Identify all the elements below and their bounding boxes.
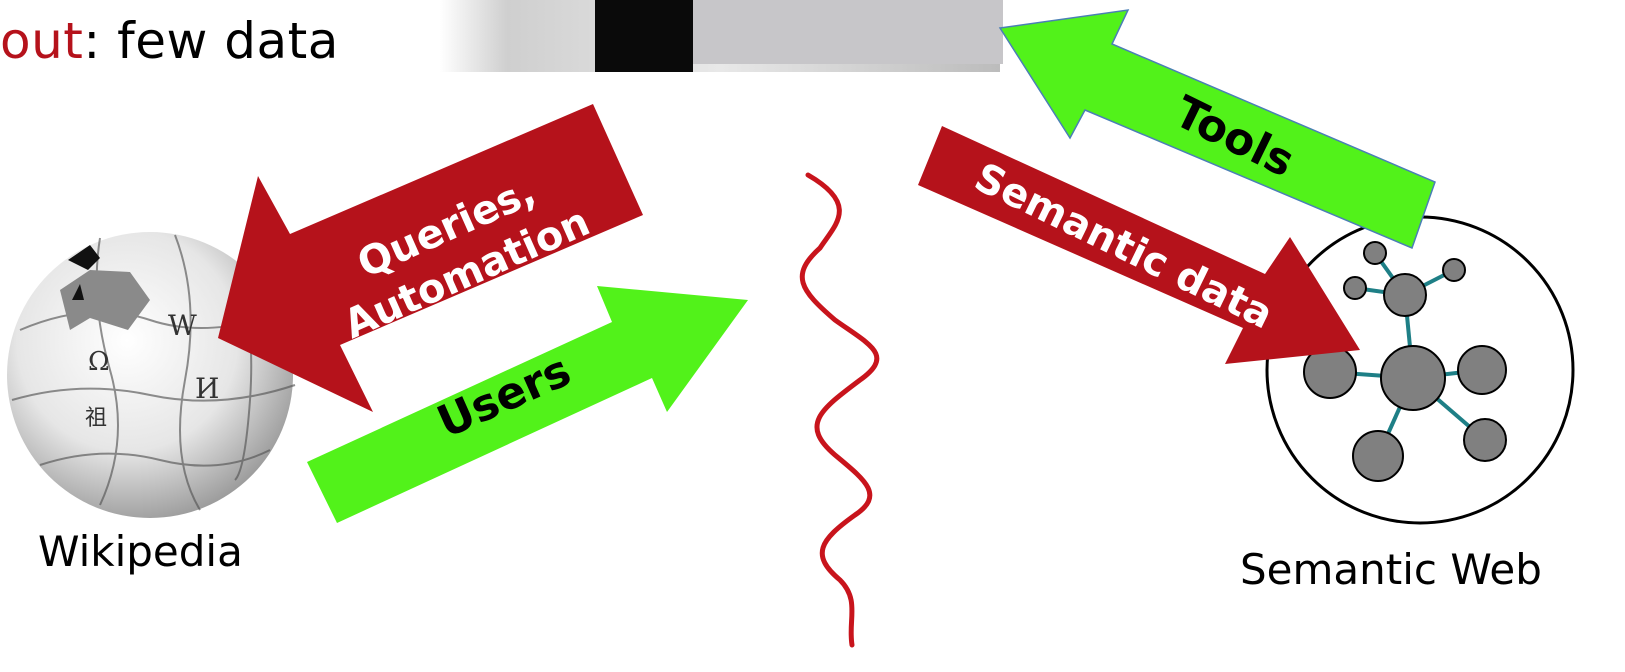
tools-arrow bbox=[998, 9, 1436, 250]
wikipedia-label: Wikipedia bbox=[38, 527, 243, 576]
photo-fragment bbox=[440, 0, 1003, 72]
semantic-web-label: Semantic Web bbox=[1240, 545, 1542, 594]
semantic-web-graph-icon bbox=[1265, 215, 1575, 525]
top-caption-rest: : few data bbox=[83, 12, 339, 70]
top-caption: out: few data bbox=[0, 12, 339, 70]
users-arrow bbox=[307, 286, 748, 523]
semantic-data-arrow bbox=[918, 126, 1360, 364]
svg-text:W: W bbox=[168, 309, 197, 342]
svg-text:Ω: Ω bbox=[88, 347, 110, 377]
svg-text:祖: 祖 bbox=[85, 406, 107, 431]
divider-squiggle bbox=[799, 172, 880, 648]
wikipedia-globe-icon: W Ω И 祖 bbox=[7, 232, 296, 518]
svg-text:И: И bbox=[195, 372, 219, 405]
queries-automation-arrow bbox=[218, 104, 643, 412]
top-caption-accent: out bbox=[0, 12, 84, 70]
semantic-data-label: Semantic data bbox=[967, 154, 1280, 338]
